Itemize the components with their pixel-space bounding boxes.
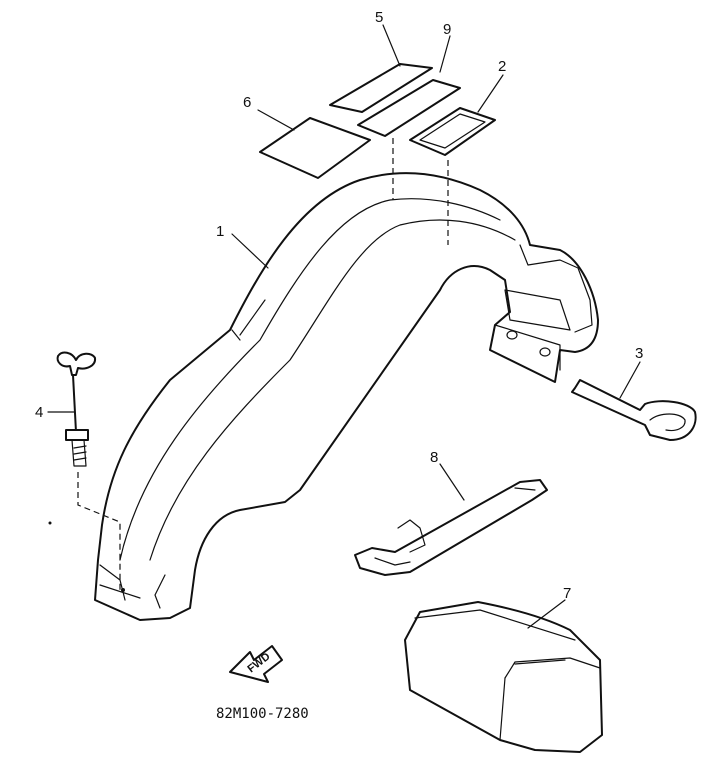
callout-2: 2	[498, 58, 506, 75]
leader-5	[382, 24, 401, 67]
leader-8	[439, 463, 465, 501]
leader-7	[527, 599, 566, 629]
leader-1	[231, 233, 269, 269]
forward-arrow-icon: FWD	[229, 645, 283, 683]
part-3-hook	[571, 379, 697, 441]
leader-2	[477, 74, 504, 113]
callout-7: 7	[563, 585, 571, 602]
stray-dot	[48, 521, 52, 525]
part-9-sticker	[357, 79, 461, 137]
part-4-wing-bolt	[56, 351, 97, 467]
part-1-fender	[94, 172, 599, 621]
part-code: 82M100-7280	[216, 706, 309, 722]
part-5-sticker	[329, 63, 433, 113]
leader-9	[439, 35, 451, 73]
callout-3: 3	[635, 345, 643, 362]
callout-6: 6	[243, 94, 251, 111]
callout-5: 5	[375, 9, 383, 26]
callout-1: 1	[216, 223, 224, 240]
leader-6	[257, 109, 295, 131]
part-8-strap	[354, 479, 548, 576]
part-6-sticker	[259, 117, 371, 179]
part-7-box	[404, 601, 603, 753]
leader-3	[619, 361, 641, 399]
callout-9: 9	[443, 21, 451, 38]
part-2-plate	[409, 107, 496, 156]
callout-8: 8	[430, 449, 438, 466]
callout-4: 4	[35, 404, 43, 421]
guide-line-bolt	[77, 472, 121, 590]
